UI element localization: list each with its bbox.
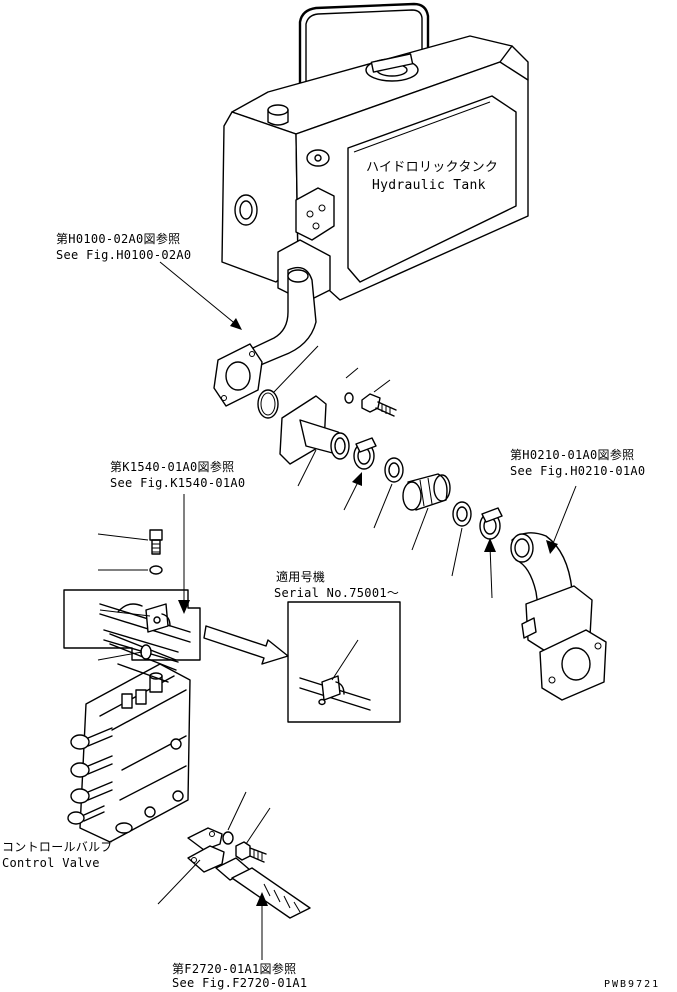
hose-clamp — [353, 437, 377, 470]
detail-arrow — [203, 625, 289, 665]
washer — [344, 392, 354, 404]
tank-label-en: Hydraulic Tank — [372, 178, 486, 193]
bottom-washer — [222, 831, 234, 845]
leader-lines — [97, 261, 577, 960]
ref-k1540-en: See Fig.K1540-01A0 — [110, 476, 246, 490]
bottom-bolt — [235, 841, 267, 863]
ref-f2720-jp: 第F2720-01A1図参照 — [172, 962, 297, 976]
o-ring — [257, 389, 279, 419]
valve-hoses — [109, 633, 177, 683]
serial-label-jp: 適用号機 — [276, 570, 326, 584]
flange-pipe — [279, 395, 350, 465]
bolt — [361, 393, 397, 417]
ref-h0100-jp: 第H0100-02A0図参照 — [56, 232, 181, 246]
ref-h0210-jp: 第H0210-01A0図参照 — [510, 448, 635, 462]
ref-h0210-en: See Fig.H0210-01A0 — [510, 464, 646, 478]
sleeve — [384, 457, 404, 483]
valve-label-jp: コントロールバルブ — [2, 840, 113, 854]
clamp-bolt — [149, 529, 163, 555]
clamp-washer — [149, 565, 163, 575]
ref-k1540-jp: 第K1540-01A0図参照 — [110, 460, 235, 474]
ref-h0100-en: See Fig.H0100-02A0 — [56, 248, 192, 262]
hydraulic-tank — [221, 2, 529, 303]
valve-label-en: Control Valve — [2, 856, 100, 870]
pump-elbow — [510, 532, 607, 701]
suction-elbow — [213, 266, 317, 407]
hose — [402, 473, 451, 511]
sleeve-2 — [452, 501, 472, 527]
valve-spools — [67, 727, 113, 825]
serial-box — [287, 601, 401, 723]
control-valve — [67, 663, 191, 843]
hose-clamp-2 — [479, 507, 503, 540]
pressure-hose — [215, 857, 311, 919]
ref-f2720-en: See Fig.F2720-01A1 — [172, 976, 308, 990]
serial-label-en: Serial No.75001～ — [274, 586, 400, 600]
serial-clamp-detail — [299, 675, 371, 711]
drawing-code: PWB9721 — [604, 979, 661, 990]
tank-label-jp: ハイドロリックタンク — [366, 160, 499, 175]
split-flange — [187, 827, 225, 873]
